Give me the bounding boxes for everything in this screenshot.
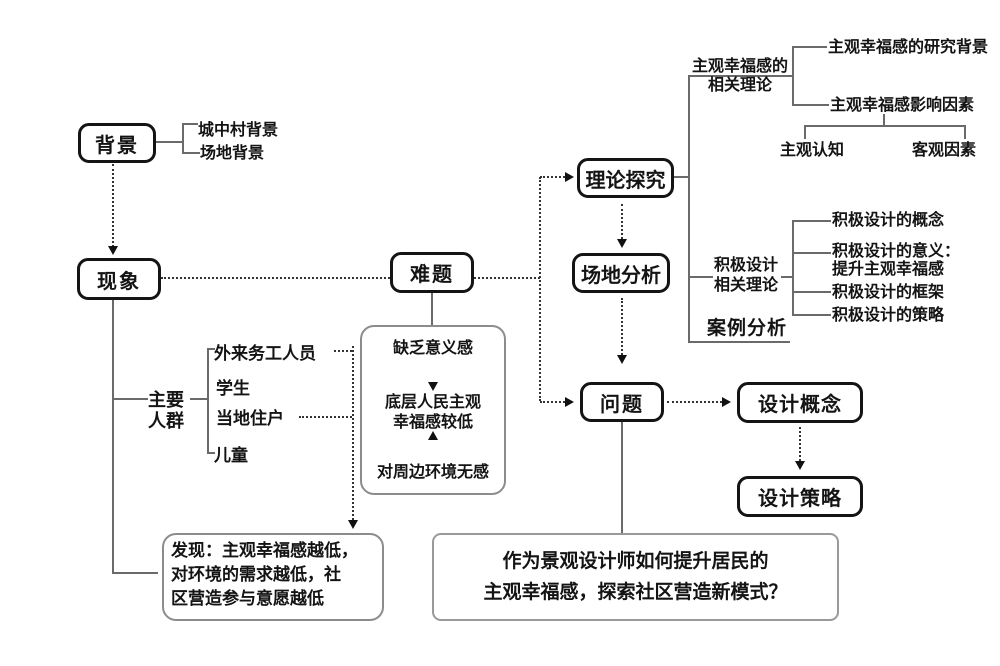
dotted-connector	[352, 346, 354, 520]
node-theory-research: 理论探究	[577, 158, 674, 198]
insight-lack-of-meaning: 缺乏意义感	[392, 340, 473, 357]
arrowhead-down	[108, 246, 118, 255]
connector-line	[431, 293, 433, 326]
label-objective-factors: 客观因素	[912, 142, 977, 159]
connector-line	[883, 114, 885, 126]
node-background: 背景	[78, 123, 156, 163]
connector-line	[112, 398, 148, 400]
connector-line	[156, 141, 183, 143]
connector-line	[112, 300, 114, 574]
connector-line	[190, 398, 208, 400]
label-swb-influence-factors: 主观幸福感影响因素	[830, 97, 975, 114]
label-urban-village-background: 城中村背景	[198, 122, 279, 139]
label-positive-design-framework: 积极设计的框架	[832, 284, 945, 301]
connector-line	[207, 348, 209, 453]
dotted-connector	[799, 427, 801, 461]
connector-line	[621, 422, 623, 534]
connector-line	[182, 123, 198, 125]
dotted-connector	[299, 416, 352, 418]
dotted-connector	[621, 298, 623, 355]
dotted-connector	[161, 277, 390, 279]
dotted-connector	[334, 350, 352, 352]
dotted-connector	[112, 164, 114, 247]
research-question-box	[432, 533, 839, 621]
insight-box	[360, 325, 506, 495]
connector-line	[182, 123, 184, 154]
connector-line	[182, 152, 200, 154]
connector-line	[792, 252, 831, 254]
connector-line	[792, 314, 831, 316]
arrowhead-down	[795, 461, 805, 470]
arrowhead-right	[565, 397, 574, 407]
dotted-connector	[667, 401, 722, 403]
dotted-connector	[540, 176, 565, 178]
label-students: 学生	[216, 379, 250, 398]
connector-line	[964, 125, 966, 139]
connector-line	[112, 572, 158, 574]
connector-line	[792, 220, 831, 222]
label-swb-theory: 主观幸福感的 相关理论	[691, 58, 788, 94]
insight-low-swb: 底层人民主观 幸福感较低	[384, 394, 481, 431]
connector-line	[207, 452, 215, 454]
arrowhead-right	[722, 397, 731, 407]
arrowhead-right	[565, 172, 574, 182]
research-question-text: 作为景观设计师如何提升居民的 主观幸福感，探索社区营造新模式？	[483, 551, 788, 603]
label-main-groups: 主要 人群	[148, 390, 184, 431]
finding-text: 发现：主观幸福感越低， 对环境的需求越低，社 区营造参与意愿越低	[171, 541, 358, 608]
connector-line	[674, 176, 689, 178]
node-question: 问题	[580, 382, 664, 422]
arrowhead-up	[428, 431, 438, 440]
dotted-connector	[539, 177, 541, 401]
label-positive-design-theory: 积极设计 相关理论	[713, 257, 778, 294]
arrowhead-down	[617, 355, 627, 364]
arrowhead-down	[428, 382, 438, 391]
arrowhead-down	[348, 520, 358, 529]
label-positive-design-strategy: 积极设计的策略	[832, 307, 945, 324]
label-positive-design-concept: 积极设计的概念	[832, 212, 945, 229]
connector-line	[688, 75, 793, 77]
connector-line	[792, 46, 794, 105]
label-positive-design-meaning: 积极设计的意义： 提升主观幸福感	[832, 243, 961, 278]
connector-line	[688, 75, 690, 342]
node-design-strategy: 设计策略	[737, 476, 863, 517]
label-site-background: 场地背景	[200, 145, 265, 162]
connector-line	[688, 341, 790, 343]
connector-line	[792, 220, 794, 315]
insight-indifferent-environment: 对周边环境无感	[376, 464, 489, 481]
connector-line	[688, 276, 713, 278]
dotted-connector	[621, 204, 623, 239]
dotted-connector	[474, 277, 540, 279]
label-local-residents: 当地住户	[216, 409, 284, 428]
node-phenomenon: 现象	[77, 258, 161, 300]
dotted-connector	[540, 401, 565, 403]
connector-line	[792, 46, 827, 48]
connector-line	[792, 291, 831, 293]
connector-line	[207, 348, 215, 350]
connector-line	[781, 276, 793, 278]
finding-box	[162, 533, 384, 621]
label-migrant-workers: 外来务工人员	[214, 344, 316, 363]
label-subjective-cognition: 主观认知	[780, 142, 845, 159]
connector-line	[804, 125, 806, 139]
label-children: 儿童	[214, 446, 248, 465]
node-challenge: 难题	[390, 252, 474, 293]
label-case-analysis: 案例分析	[707, 318, 788, 339]
label-swb-research-background: 主观幸福感的研究背景	[828, 39, 989, 56]
connector-line	[792, 104, 829, 106]
node-site-analysis: 场地分析	[572, 253, 670, 293]
node-design-concept: 设计概念	[737, 382, 863, 423]
arrowhead-down	[617, 239, 627, 248]
connector-line	[804, 125, 965, 127]
